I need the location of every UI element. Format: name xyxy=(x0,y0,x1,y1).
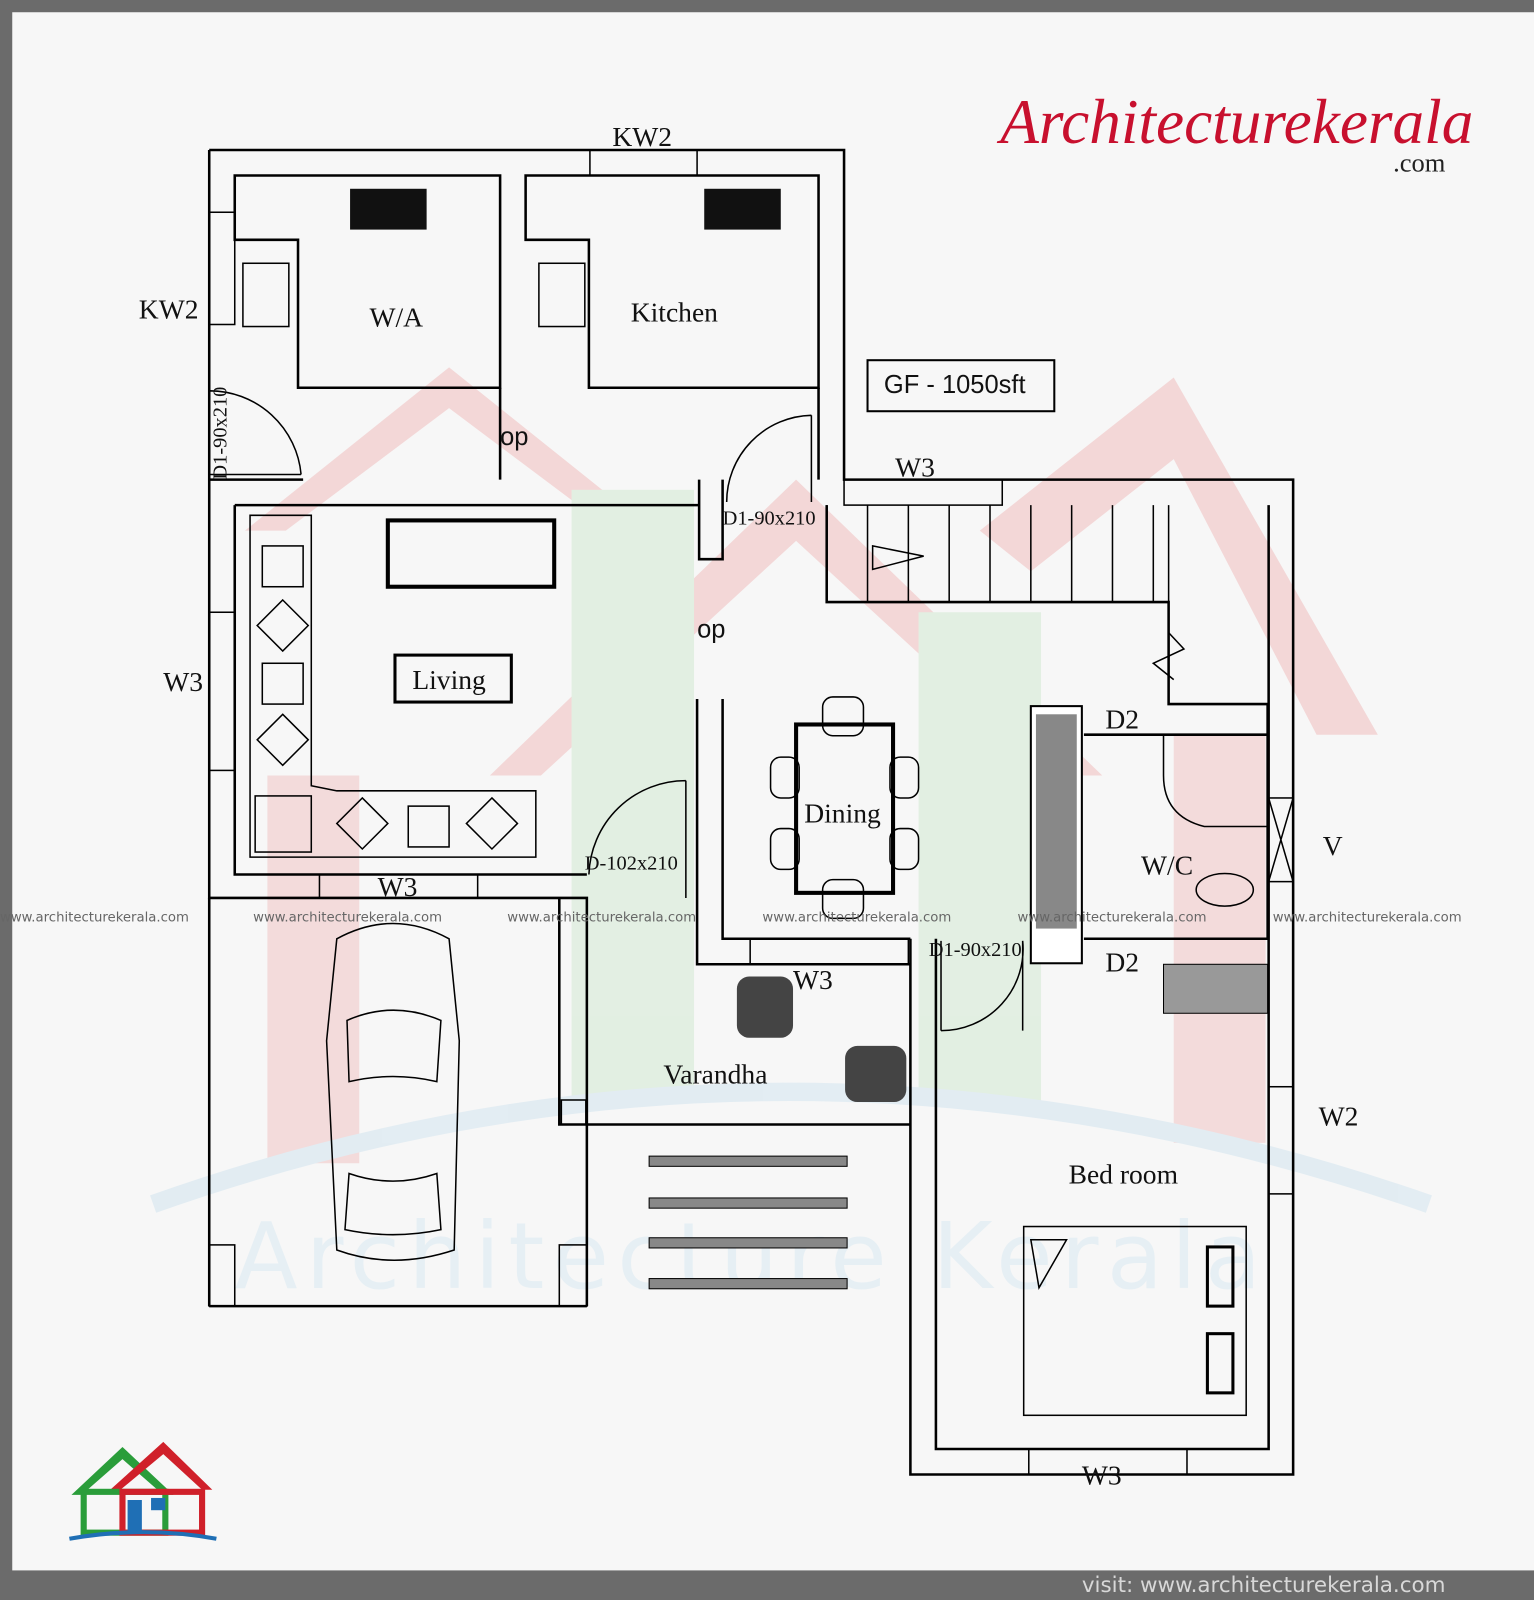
op-mid: op xyxy=(697,616,725,644)
room-living: Living xyxy=(412,664,486,695)
living-label-box xyxy=(393,653,513,704)
area-box xyxy=(866,359,1056,413)
url-watermarks: www.architecturekerala.com www.architect… xyxy=(0,910,1462,925)
label-w2: W2 xyxy=(1319,1101,1359,1132)
svg-text:www.architecturekerala.com: www.architecturekerala.com xyxy=(253,910,442,925)
label-d1-left: D1-90x210 xyxy=(210,387,232,480)
svg-text:www.architecturekerala.com: www.architecturekerala.com xyxy=(0,910,189,925)
svg-text:www.architecturekerala.com: www.architecturekerala.com xyxy=(1273,910,1462,925)
staircase xyxy=(825,505,1186,681)
svg-text:www.architecturekerala.com: www.architecturekerala.com xyxy=(507,910,696,925)
label-w3-dining: W3 xyxy=(793,964,833,995)
windows xyxy=(208,149,1294,1476)
label-kw2-left: KW2 xyxy=(139,293,199,324)
steps xyxy=(648,1155,848,1290)
room-kitchen: Kitchen xyxy=(631,296,718,327)
label-d2-top: D2 xyxy=(1105,704,1139,735)
area-label: GF - 1050sft xyxy=(884,371,1026,399)
label-w3-car: W3 xyxy=(378,871,418,902)
label-w3-bed: W3 xyxy=(1082,1460,1122,1491)
logo: Architecturekerala .com xyxy=(996,87,1473,178)
label-d1-kitchen: D1-90x210 xyxy=(723,507,816,529)
label-v: V xyxy=(1323,830,1343,861)
label-w3-living: W3 xyxy=(163,666,203,697)
room-dining: Dining xyxy=(804,797,881,828)
footer-link[interactable]: visit: www.architecturekerala.com xyxy=(1082,1573,1446,1598)
label-w3-stair: W3 xyxy=(895,452,935,483)
svg-text:.com: .com xyxy=(1393,147,1446,177)
label-kw2-top: KW2 xyxy=(612,121,672,152)
svg-text:www.architecturekerala.com: www.architecturekerala.com xyxy=(1018,910,1207,925)
svg-text:www.architecturekerala.com: www.architecturekerala.com xyxy=(762,910,951,925)
walls xyxy=(207,148,1295,1476)
svg-text:Architecturekerala: Architecturekerala xyxy=(996,87,1473,157)
room-varandha: Varandha xyxy=(663,1059,767,1090)
label-d-main: D-102x210 xyxy=(585,852,678,874)
room-wc: W/C xyxy=(1141,849,1193,880)
house-logo-icon xyxy=(69,1441,217,1541)
canvas xyxy=(12,12,1534,1571)
label-d2-bottom: D2 xyxy=(1105,946,1139,977)
room-bedroom: Bed room xyxy=(1069,1159,1178,1190)
op-top: op xyxy=(500,423,528,451)
doors xyxy=(208,390,1024,1032)
car xyxy=(325,922,461,1261)
furniture xyxy=(208,188,1269,1417)
room-wa: W/A xyxy=(369,302,423,333)
watermark-large: Architecture Kerala xyxy=(235,1203,1270,1310)
label-d1-bed: D1-90x210 xyxy=(929,939,1022,961)
